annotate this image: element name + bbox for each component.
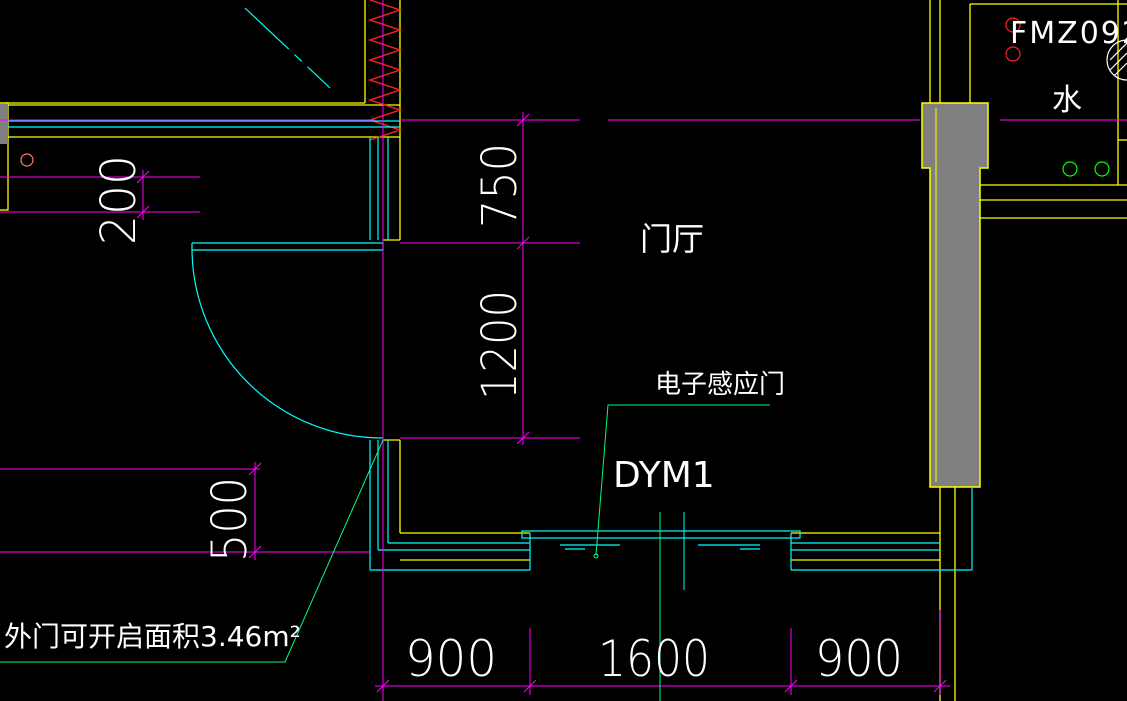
leader-lines [0, 404, 770, 663]
left-wall-cap [0, 104, 8, 144]
door-centerline [659, 512, 685, 701]
door-code-label: DYM1 [613, 455, 715, 496]
water-label: 水 [1052, 83, 1082, 118]
dim-1200: 1200 [472, 290, 528, 400]
dim-200: 200 [91, 155, 147, 245]
glass-lines [8, 7, 973, 571]
hall-label: 门厅 [640, 220, 704, 258]
door-tag-fmz092: FMZ092 [1010, 16, 1127, 51]
fixture-symbols [20, 17, 1127, 177]
electronic-door-label: 电子感应门 [655, 370, 785, 400]
structural-column [921, 102, 989, 488]
dim-900-right: 900 [815, 630, 903, 688]
wall-hatch [367, 0, 403, 141]
dim-500: 500 [202, 477, 258, 562]
dim-900-left: 900 [405, 630, 497, 688]
dim-750: 750 [472, 143, 528, 228]
dim-1600: 1600 [598, 630, 710, 688]
openable-area-label: 外门可开启面积3.46m² [4, 620, 301, 653]
